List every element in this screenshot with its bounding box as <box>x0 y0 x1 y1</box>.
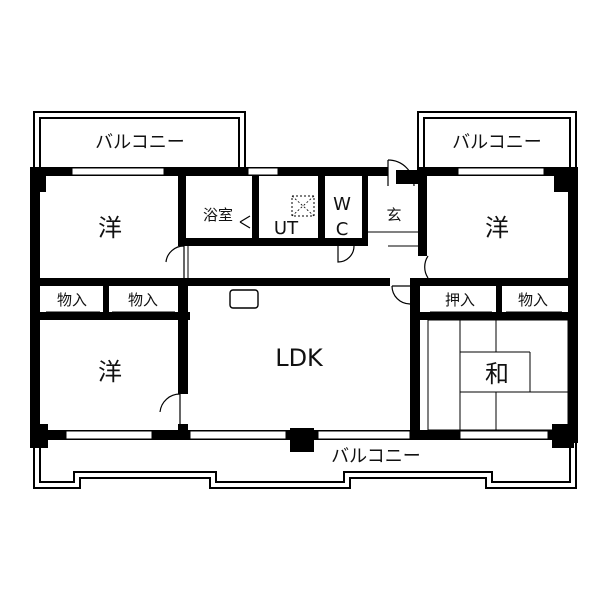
doors <box>159 159 429 424</box>
room-label-wc-c: C <box>336 219 349 240</box>
balcony-label-top-right: バルコニー <box>452 132 542 153</box>
room-label-wc-w: W <box>333 194 351 215</box>
balcony-label-bottom: バルコニー <box>331 446 421 467</box>
closet-label-oshiire: 押入 <box>445 291 475 309</box>
closet-label-left-2: 物入 <box>128 291 158 309</box>
balcony-label-top-left: バルコニー <box>95 132 185 153</box>
room-label-ut: UT <box>274 218 299 239</box>
balcony-bottom <box>33 440 577 489</box>
room-label-western-top-left: 洋 <box>98 214 122 242</box>
room-label-japanese: 和 <box>485 360 509 388</box>
closet-label-right: 物入 <box>518 291 548 309</box>
room-label-entrance: 玄 <box>386 206 401 224</box>
room-label-bath: 浴室 <box>203 206 233 224</box>
windows <box>65 167 549 440</box>
balcony-top-right <box>417 111 577 172</box>
washer-pan <box>291 195 315 217</box>
interior-walls <box>40 176 568 436</box>
kitchen-sink <box>229 289 259 309</box>
room-label-ldk: LDK <box>275 344 324 372</box>
balcony-top-left <box>33 111 246 172</box>
thin-lines <box>46 231 569 431</box>
room-label-western-top-right: 洋 <box>485 214 509 242</box>
closet-label-left-1: 物入 <box>57 291 87 309</box>
room-label-western-bottom-left: 洋 <box>98 358 122 386</box>
